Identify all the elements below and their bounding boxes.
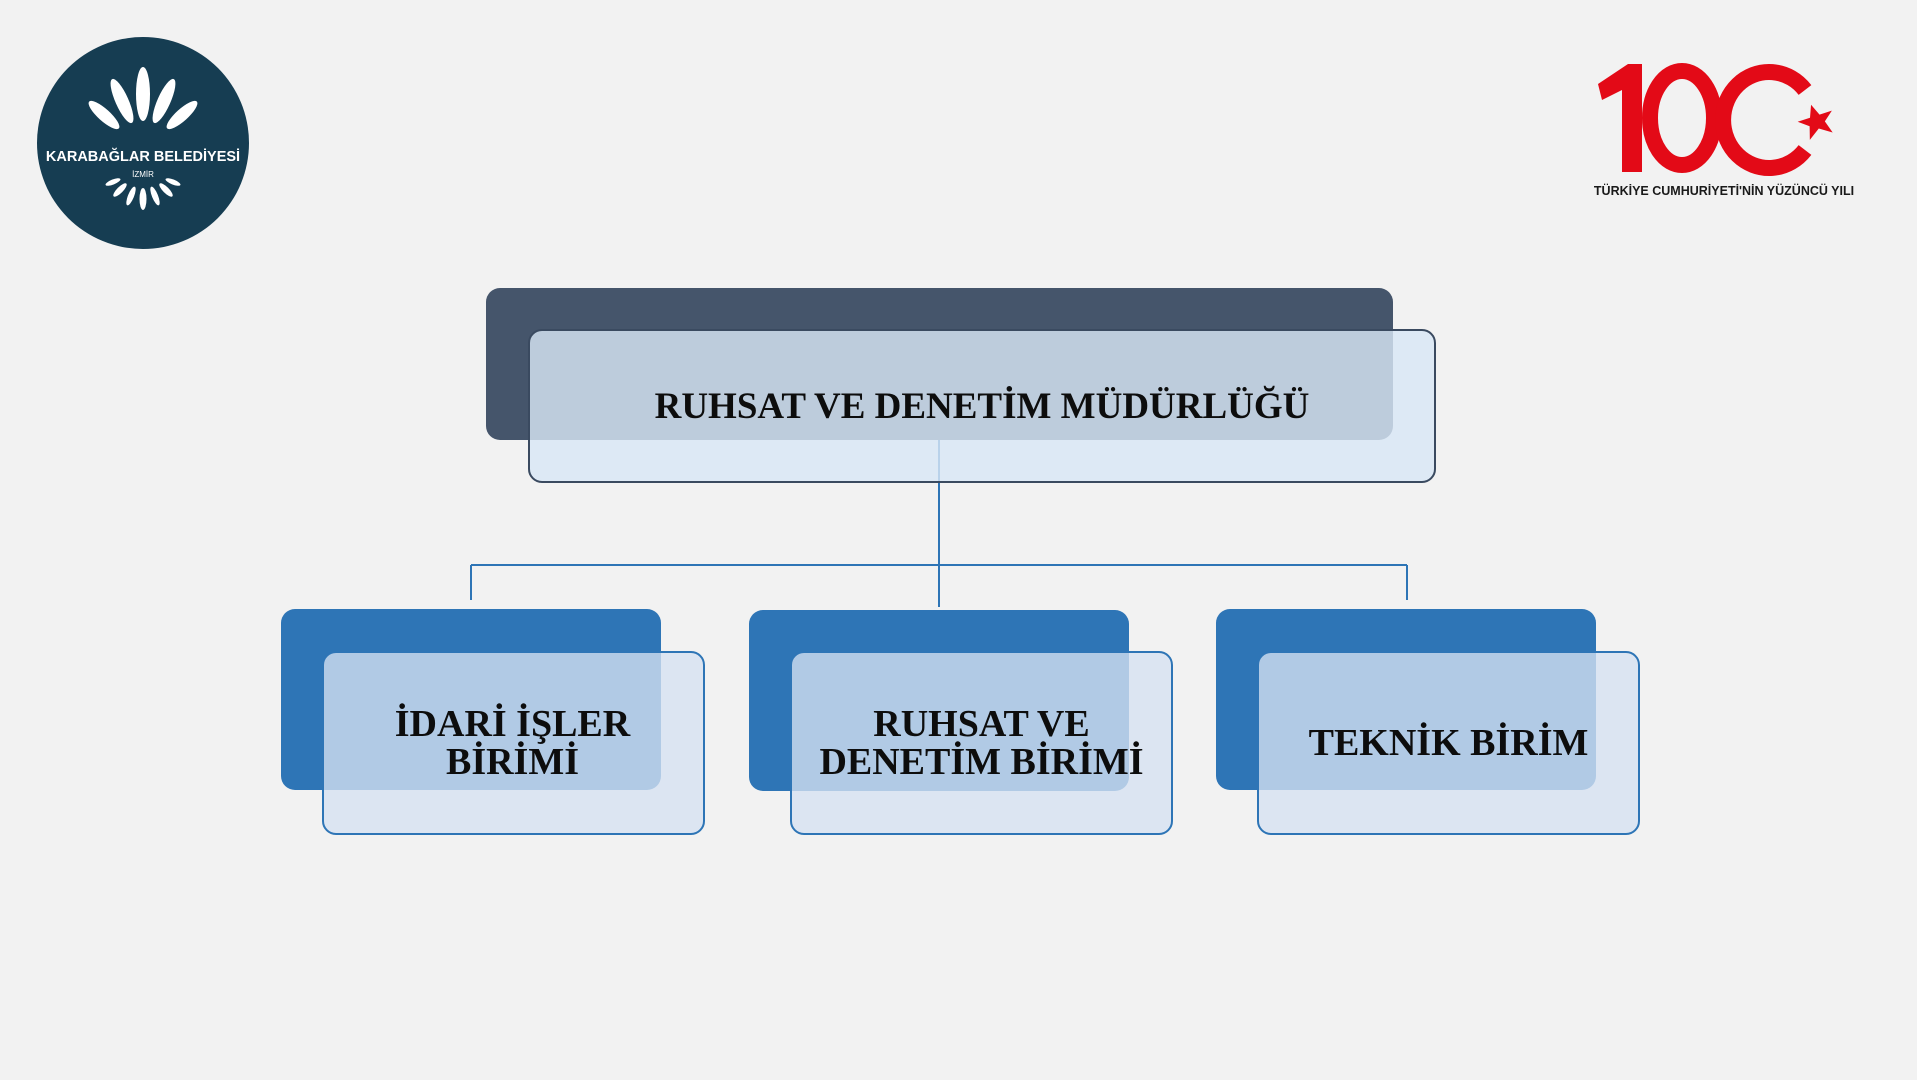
karabaglar-logo-emblem: KARABAĞLAR BELEDİYESİ İZMİR [37, 37, 249, 249]
child-node-label-line1: TEKNİK BİRİM [1308, 722, 1589, 764]
child-node-label-line1: İDARİ İŞLER [394, 703, 631, 745]
root-node: RUHSAT VE DENETİM MÜDÜRLÜĞÜ [528, 329, 1436, 483]
child-node-ruhsat-denetim: RUHSAT VE DENETİM BİRİMİ [790, 651, 1173, 835]
child-node-label: TEKNİK BİRİM [1309, 724, 1589, 762]
child-node-label-line2: BİRİMİ [445, 741, 580, 783]
karabaglar-logo-subtext: İZMİR [132, 170, 154, 179]
child-node-teknik-birim: TEKNİK BİRİM [1257, 651, 1640, 835]
child-node-label: RUHSAT VE DENETİM BİRİMİ [819, 705, 1143, 781]
child-node-idari-isler: İDARİ İŞLER BİRİMİ [322, 651, 705, 835]
turkiye-100-emblem: TÜRKİYE CUMHURİYETİ'NİN YÜZÜNCÜ YILI [1594, 63, 1854, 198]
child-node-label: İDARİ İŞLER BİRİMİ [395, 705, 632, 781]
child-node-label-line1: RUHSAT VE [873, 703, 1090, 745]
root-node-label: RUHSAT VE DENETİM MÜDÜRLÜĞÜ [654, 385, 1310, 427]
turkiye-100-logo: TÜRKİYE CUMHURİYETİ'NİN YÜZÜNCÜ YILI [1590, 56, 1880, 206]
turkiye-100-caption: TÜRKİYE CUMHURİYETİ'NİN YÜZÜNCÜ YILI [1594, 183, 1854, 198]
karabaglar-logo-text: KARABAĞLAR BELEDİYESİ [46, 147, 240, 165]
karabaglar-belediyesi-logo: KARABAĞLAR BELEDİYESİ İZMİR [37, 37, 249, 249]
child-node-label-line2: DENETİM BİRİMİ [819, 741, 1144, 783]
